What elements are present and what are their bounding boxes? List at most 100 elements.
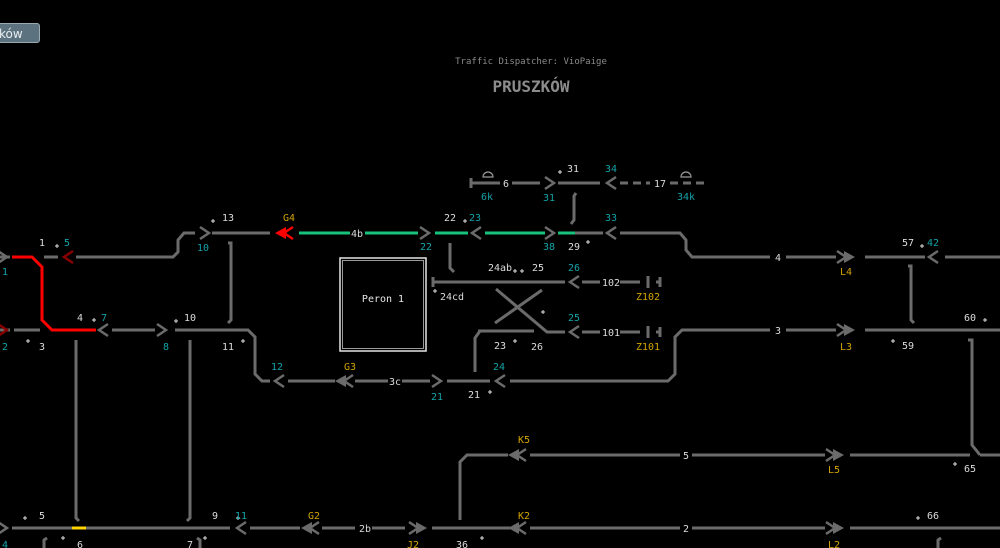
route-label: L2 — [828, 540, 840, 548]
signal-double-icon[interactable] — [301, 520, 320, 536]
tracks — [0, 171, 1000, 548]
signal-double-icon[interactable] — [825, 447, 844, 463]
track-label: 4b — [351, 229, 363, 240]
signal-chevron-icon[interactable] — [544, 175, 557, 191]
switch-marker-icon — [891, 339, 895, 343]
station-select-button[interactable]: ków — [0, 23, 40, 43]
switch-marker-icon — [92, 318, 96, 322]
track-label: 3 — [39, 342, 45, 353]
signal-label: 24 — [493, 362, 505, 373]
signal-stop-double-icon[interactable] — [275, 225, 294, 241]
track-segment[interactable] — [196, 536, 202, 548]
signal-chevron-icon[interactable] — [272, 373, 285, 389]
track-label: 6 — [503, 179, 509, 190]
track-label: 65 — [964, 464, 976, 475]
track-segment[interactable] — [908, 264, 916, 325]
switch-marker-icon — [23, 516, 27, 520]
buffer-stop-icon — [656, 277, 662, 287]
track-segment[interactable] — [42, 536, 48, 548]
switch-marker-icon — [513, 269, 517, 273]
signal-label: 8 — [163, 342, 169, 353]
track-segment[interactable] — [76, 231, 195, 259]
signal-chevron-icon[interactable] — [926, 249, 939, 265]
signal-chevron-icon[interactable] — [419, 225, 432, 241]
signal-label: 5 — [64, 238, 70, 249]
signal-double-icon[interactable] — [836, 322, 855, 338]
signal-chevron-icon[interactable] — [604, 225, 617, 241]
signal-label: 42 — [927, 238, 939, 249]
switch-marker-icon — [61, 536, 65, 540]
track-segment[interactable] — [448, 243, 456, 274]
signal-double-icon[interactable] — [508, 447, 527, 463]
track-segment[interactable] — [175, 328, 270, 383]
track-label: 24cd — [440, 292, 464, 303]
track-label: 1 — [39, 238, 45, 249]
signal-chevron-icon[interactable] — [96, 322, 109, 338]
switch-marker-icon — [55, 244, 59, 248]
signal-chevron-icon[interactable] — [567, 324, 580, 340]
platform-label: Peron 1 — [362, 294, 404, 305]
route-label: G3 — [344, 362, 356, 373]
track-label: 29 — [568, 242, 580, 253]
dome-signal-icon — [680, 171, 692, 178]
track-label: 26 — [531, 342, 543, 353]
signal-chevron-icon[interactable] — [431, 373, 444, 389]
signal-double-icon[interactable] — [408, 520, 427, 536]
signal-double-icon[interactable] — [508, 520, 527, 536]
signal-label: 31 — [543, 193, 555, 204]
track-segment[interactable] — [620, 231, 770, 259]
switch-marker-icon — [953, 462, 957, 466]
track-segment[interactable] — [458, 453, 508, 520]
signal-label: 1 — [2, 267, 8, 278]
track-label: 4 — [775, 253, 781, 264]
switch-marker-icon — [920, 244, 924, 248]
platform-peron-1[interactable]: Peron 1 — [339, 257, 427, 352]
signal-chevron-icon[interactable] — [469, 225, 482, 241]
signal-chevron-icon[interactable] — [604, 175, 617, 191]
track-label: 66 — [927, 511, 939, 522]
track-label: 11 — [222, 342, 234, 353]
signal-stop-icon[interactable] — [61, 249, 74, 265]
track-segment[interactable] — [74, 340, 81, 523]
buffer-stop-icon — [469, 178, 475, 188]
signal-chevron-icon[interactable] — [199, 225, 212, 241]
signal-label: 38 — [543, 242, 555, 253]
track-segment[interactable] — [473, 330, 482, 372]
signal-chevron-icon[interactable] — [0, 521, 10, 535]
signal-chevron-icon[interactable] — [567, 274, 580, 290]
track-segment[interactable] — [226, 241, 233, 325]
route-label: L4 — [840, 267, 852, 278]
track-segment[interactable] — [185, 340, 192, 523]
signal-stop-icon[interactable] — [0, 323, 10, 337]
signal-chevron-icon[interactable] — [234, 520, 247, 536]
signal-chevron-icon[interactable] — [156, 322, 169, 338]
track-label: 24ab — [488, 263, 512, 274]
station-title: PRUSZKÓW — [492, 77, 570, 96]
track-segment[interactable] — [569, 192, 578, 225]
track-segment[interactable] — [510, 328, 770, 383]
switch-marker-icon — [236, 516, 240, 520]
signal-label: 25 — [568, 313, 580, 324]
switch-marker-icon — [463, 219, 467, 223]
track-segment[interactable] — [495, 287, 565, 334]
track-label: 21 — [468, 390, 480, 401]
switch-marker-icon — [480, 536, 484, 540]
signal-chevron-icon[interactable] — [544, 225, 557, 241]
track-segment[interactable] — [968, 338, 982, 456]
track-segment[interactable] — [494, 288, 543, 325]
occupied-route[interactable] — [12, 255, 96, 332]
route-label: G4 — [283, 213, 295, 224]
track-label: 9 — [212, 511, 218, 522]
signal-double-icon[interactable] — [836, 249, 855, 265]
track-segment[interactable] — [936, 536, 942, 548]
signal-label: 7 — [101, 313, 107, 324]
track-label: 6 — [77, 540, 83, 548]
signal-chevron-icon[interactable] — [0, 250, 10, 264]
signal-label: 34 — [605, 164, 617, 175]
track-label: 60 — [964, 313, 976, 324]
track-label: 22 — [444, 213, 456, 224]
signal-chevron-icon[interactable] — [493, 373, 506, 389]
signal-double-icon[interactable] — [335, 373, 354, 389]
switch-marker-icon — [586, 240, 590, 244]
signal-double-icon[interactable] — [825, 520, 844, 536]
